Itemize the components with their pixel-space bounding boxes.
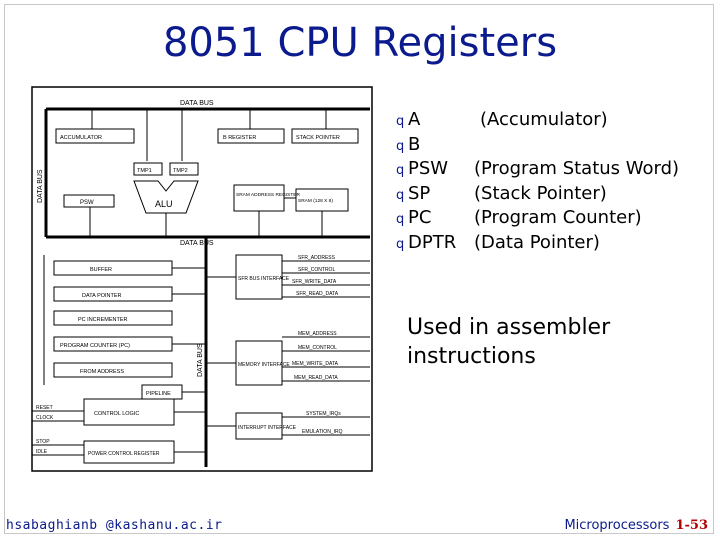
psw-label: PSW <box>80 200 94 206</box>
accumulator-label: ACCUMULATOR <box>60 135 102 141</box>
mem-write-data-label: MEM_WRITE_DATA <box>292 361 339 367</box>
data-bus-vertical-label: DATA BUS <box>197 343 204 377</box>
alu-label: ALU <box>155 199 173 209</box>
footer-course: Microprocessors 1-53 <box>564 518 708 533</box>
register-name: SP <box>408 182 431 204</box>
sfr-bus-interface-label: SFR BUS INTERFACE <box>238 276 290 282</box>
sfr-read-data-label: SFR_READ_DATA <box>296 291 339 297</box>
tmp1-label: TMP1 <box>137 168 152 174</box>
register-item-pc: q PC (Program Counter) <box>396 206 642 231</box>
sram-address-register-label: SRAM ADDRESS REGISTER <box>236 192 301 198</box>
mem-control-label: MEM_CONTROL <box>298 345 337 351</box>
register-desc: (Stack Pointer) <box>474 182 607 204</box>
note-text: Used in assembler instructions <box>407 313 610 371</box>
register-item-sp: q SP (Stack Pointer) <box>396 182 607 207</box>
power-control-register-label: POWER CONTROL REGISTER <box>88 451 160 457</box>
memory-interface-label: MEMORY INTERFACE <box>238 362 290 368</box>
register-name: PC <box>408 207 432 229</box>
bullet-icon: q <box>396 138 405 154</box>
sfr-control-label: SFR_CONTROL <box>298 267 335 273</box>
sfr-write-data-label: SFR_WRITE_DATA <box>292 279 337 285</box>
register-desc: (Program Status Word) <box>474 158 680 180</box>
register-item-psw: q PSW (Program Status Word) <box>396 157 679 182</box>
register-desc: (Accumulator) <box>480 109 608 130</box>
register-name: B <box>408 133 421 155</box>
control-logic-label: CONTROL LOGIC <box>94 411 139 417</box>
register-item-a: q A (Accumulator) <box>396 108 608 133</box>
data-bus-top-label: DATA BUS <box>180 100 214 107</box>
register-item-b: q B <box>396 133 420 158</box>
bullet-icon: q <box>396 236 405 252</box>
bullet-icon: q <box>396 212 405 228</box>
register-name: PSW <box>408 158 449 180</box>
register-list: q A (Accumulator) q B q PSW (Program Sta… <box>396 108 679 256</box>
mem-read-data-label: MEM_READ_DATA <box>294 375 338 381</box>
sfr-address-label: SFR_ADDRESS <box>298 255 336 261</box>
register-desc: (Data Pointer) <box>474 231 600 253</box>
stack-pointer-label: STACK POINTER <box>296 135 340 141</box>
footer-email: hsabaghianb @kashanu.ac.ir <box>6 518 223 533</box>
system-irqs-label: SYSTEM_IRQs <box>306 411 341 417</box>
tmp2-label: TMP2 <box>173 168 188 174</box>
note-line-2: instructions <box>407 344 536 369</box>
register-desc: (Program Counter) <box>474 207 642 229</box>
register-name: DPTR <box>408 231 457 253</box>
slide-title: 8051 CPU Registers <box>162 20 558 66</box>
slide-frame <box>4 4 714 534</box>
bullet-icon: q <box>396 114 405 129</box>
pipeline-label: PIPELINE <box>146 391 171 397</box>
from-address-label: FROM ADDRESS <box>80 369 124 375</box>
b-register-label: B REGISTER <box>223 135 256 141</box>
mem-address-label: MEM_ADDRESS <box>298 331 337 337</box>
register-item-dptr: q DPTR (Data Pointer) <box>396 231 600 256</box>
data-pointer-label: DATA POINTER <box>82 293 122 299</box>
buffer-label: BUFFER <box>90 267 112 273</box>
clock-label: CLOCK <box>36 415 54 421</box>
reset-label: RESET <box>36 405 53 411</box>
sram-label: SRAM (128 X 8) <box>298 198 333 204</box>
pc-incrementer-label: PC INCREMENTER <box>78 317 128 323</box>
program-counter-label: PROGRAM COUNTER (PC) <box>60 343 130 349</box>
data-bus-mid-label: DATA BUS <box>180 240 214 247</box>
bullet-icon: q <box>396 163 405 179</box>
register-name: A <box>408 109 421 130</box>
bullet-icon: q <box>396 187 405 203</box>
note-line-1: Used in assembler <box>407 315 611 340</box>
data-bus-left-label: DATA BUS <box>37 169 44 203</box>
footer-course-name: Microprocessors <box>564 518 670 533</box>
stop-label: STOP <box>36 439 50 445</box>
interrupt-interface-label: INTERRUPT INTERFACE <box>238 425 297 431</box>
cpu-block-diagram: DATA BUS DATA BUS DATA BUS DATA BUS ACCU… <box>31 86 373 472</box>
emulation-irq-label: EMULATION_IRQ <box>302 429 343 435</box>
page-number: 1-53 <box>675 518 708 533</box>
idle-label: IDLE <box>36 449 48 455</box>
